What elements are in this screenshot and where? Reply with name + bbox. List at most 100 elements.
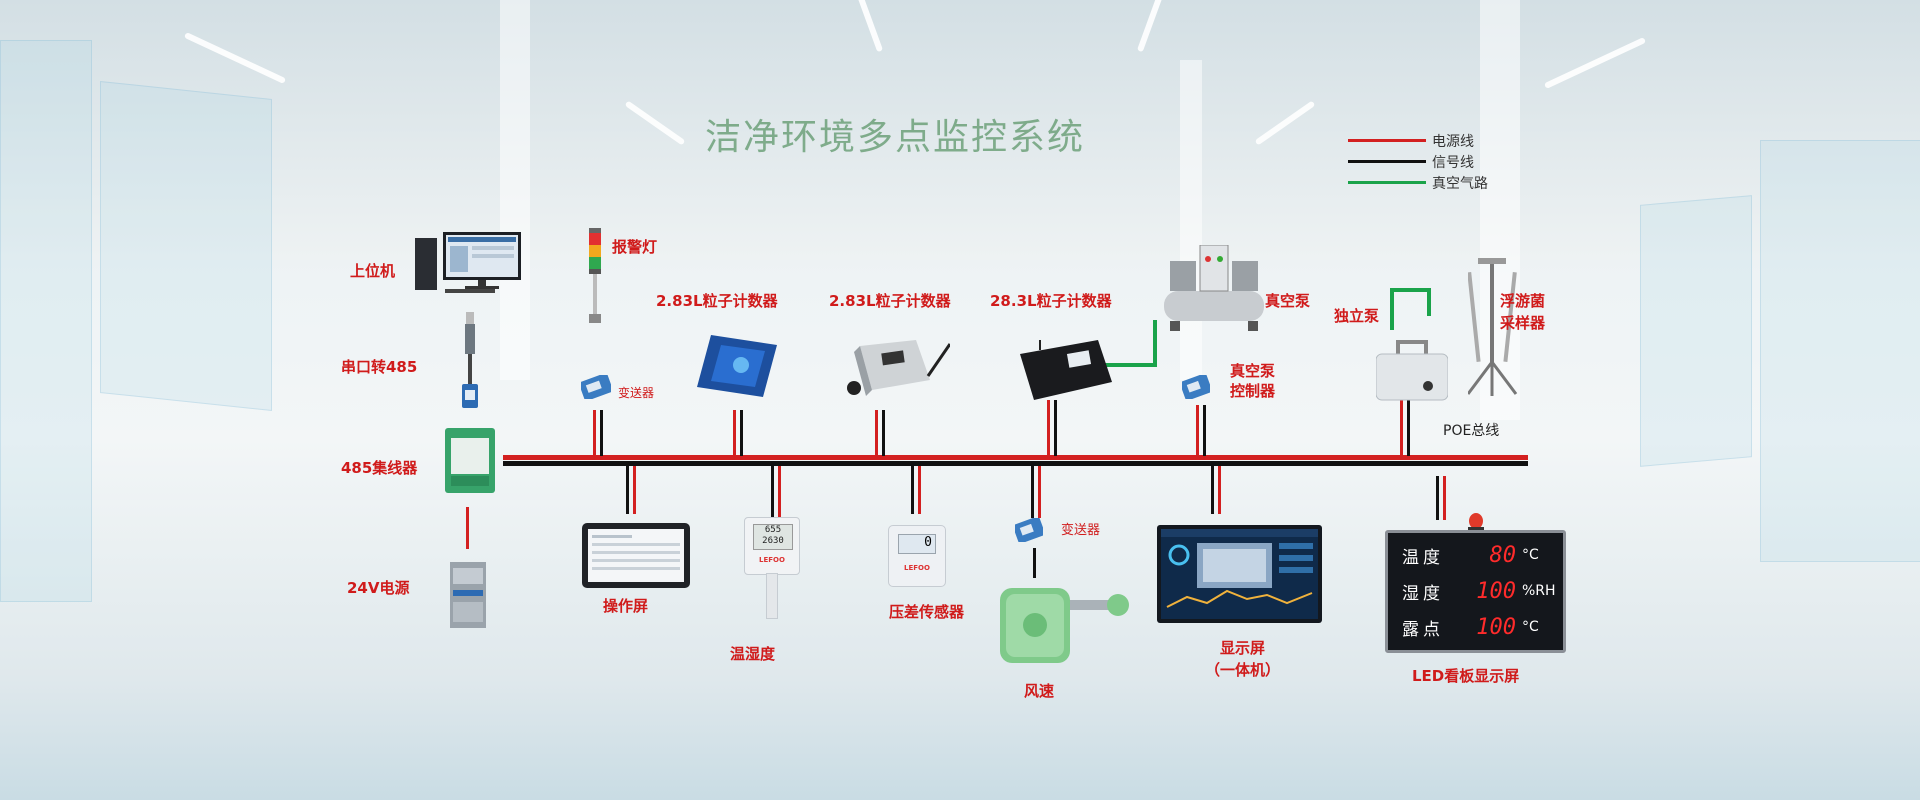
counter-283-b-label: 2.83L粒子计数器 xyxy=(829,292,951,310)
legend-signal-line xyxy=(1348,160,1426,163)
page-title: 洁净环境多点监控系统 xyxy=(705,117,1086,158)
connector-line xyxy=(1218,466,1221,514)
connector-line xyxy=(1033,548,1036,578)
connector-line xyxy=(918,466,921,514)
display-screen-label: 显示屏 （一体机） xyxy=(1205,639,1281,679)
vacuum-pipe xyxy=(1390,288,1430,292)
led-board-label: LED看板显示屏 xyxy=(1412,667,1520,685)
led-board: 温度 80 °C 湿度 100 %RH 露点 100 °C xyxy=(1385,530,1566,653)
airborne-sampler-icon xyxy=(1466,258,1518,396)
particle-counter-icon xyxy=(697,335,777,397)
led-row-value: 80 xyxy=(1489,542,1517,568)
power-supply-24v xyxy=(450,562,486,628)
sensor-probe xyxy=(766,573,778,619)
alarm-light-icon xyxy=(589,228,601,323)
brand-logo: LEFOO xyxy=(759,556,785,564)
power-24v-label: 24V电源 xyxy=(347,579,410,597)
sensor-body: 0 LEFOO xyxy=(888,525,946,587)
glass-panel xyxy=(1760,140,1920,562)
legend-signal-label: 信号线 xyxy=(1432,155,1474,171)
connector-line xyxy=(593,410,596,456)
airborne-sampler-label: 浮游菌 采样器 xyxy=(1500,292,1546,332)
temp-humidity-label: 温湿度 xyxy=(730,645,776,663)
diff-pressure-label: 压差传感器 xyxy=(889,603,965,621)
vacuum-pump xyxy=(1154,244,1274,333)
particle-counter-icon xyxy=(1020,336,1112,400)
connector-line xyxy=(1196,405,1199,456)
connector-line xyxy=(882,410,885,456)
legend-power-line xyxy=(1348,139,1426,142)
particle-counter-283-a xyxy=(697,335,777,397)
vacuum-controller-label: 真空泵 控制器 xyxy=(1230,362,1276,400)
transmitter-2 xyxy=(1013,516,1045,544)
lcd-bottom-reading: 2630 xyxy=(762,536,784,546)
connector-line xyxy=(633,466,636,514)
connector-line xyxy=(1038,466,1041,518)
legend-vacuum-line xyxy=(1348,181,1426,184)
wind-speed-icon xyxy=(1000,588,1129,663)
brand-logo: LEFOO xyxy=(904,564,930,572)
connector-line xyxy=(911,466,914,514)
host-pc-label: 上位机 xyxy=(350,262,396,280)
glass-panel xyxy=(0,40,92,602)
led-row-name: 湿度 xyxy=(1402,583,1444,604)
operation-screen-label: 操作屏 xyxy=(603,597,649,615)
led-row-dewpoint: 露点 100 °C xyxy=(1402,611,1539,643)
transmitter-1 xyxy=(579,373,613,401)
display-screen-icon xyxy=(1157,525,1322,623)
particle-counter-icon xyxy=(847,340,952,396)
standalone-pump-icon xyxy=(1375,340,1449,401)
particle-counter-283-b xyxy=(842,340,952,402)
glass-panel xyxy=(1640,195,1752,467)
led-row-name: 温度 xyxy=(1402,547,1444,568)
operation-screen-icon xyxy=(582,523,690,588)
pillar xyxy=(1480,0,1520,420)
connector-line xyxy=(1054,400,1057,456)
poe-bus-label: POE总线 xyxy=(1443,423,1500,439)
alarm-light-label: 报警灯 xyxy=(612,238,658,256)
serial-485-label: 串口转485 xyxy=(341,358,418,376)
hub-485 xyxy=(445,428,495,493)
ceiling xyxy=(0,0,1920,260)
hub-icon xyxy=(445,428,495,493)
connector-line xyxy=(740,410,743,456)
counter-283l-label: 28.3L粒子计数器 xyxy=(990,292,1112,310)
connector-line xyxy=(1203,405,1206,456)
operation-screen xyxy=(582,523,690,588)
floor xyxy=(0,500,1920,800)
host-pc xyxy=(415,232,523,293)
connector-line xyxy=(733,410,736,456)
lcd-top-reading: 655 xyxy=(764,525,782,535)
vacuum-pipe xyxy=(1427,288,1431,316)
sensor-lcd: 655 2630 xyxy=(753,524,793,550)
standalone-pump xyxy=(1375,338,1449,402)
vacuum-pump-label: 真空泵 xyxy=(1265,292,1311,310)
alarm-light xyxy=(588,228,602,323)
vacuum-pump-controller xyxy=(1180,373,1212,401)
connector-line xyxy=(1047,400,1050,456)
led-row-temperature: 温度 80 °C xyxy=(1402,539,1539,571)
connector-line xyxy=(1031,466,1034,518)
connector-line xyxy=(1400,400,1403,456)
airborne-sampler xyxy=(1466,258,1518,398)
led-row-value: 100 xyxy=(1476,614,1516,640)
particle-counter-283l xyxy=(1020,336,1112,402)
legend-power-label: 电源线 xyxy=(1432,134,1474,150)
led-row-unit: °C xyxy=(1522,619,1539,635)
connector-line xyxy=(1436,476,1439,520)
standalone-pump-label: 独立泵 xyxy=(1334,307,1380,325)
transmitter-2-label: 变送器 xyxy=(1061,523,1101,538)
led-row-unit: °C xyxy=(1522,547,1539,563)
hub-485-label: 485集线器 xyxy=(341,459,418,477)
connector-line xyxy=(1407,400,1410,456)
transmitter-icon xyxy=(1013,516,1045,544)
connector-line xyxy=(771,466,774,518)
led-row-value: 100 xyxy=(1476,578,1516,604)
connector-line xyxy=(875,410,878,456)
legend-vacuum-label: 真空气路 xyxy=(1432,176,1488,192)
serial-converter-icon xyxy=(462,312,478,408)
host-pc-icon xyxy=(415,232,521,293)
connector-line xyxy=(600,410,603,456)
display-screen xyxy=(1157,525,1322,623)
